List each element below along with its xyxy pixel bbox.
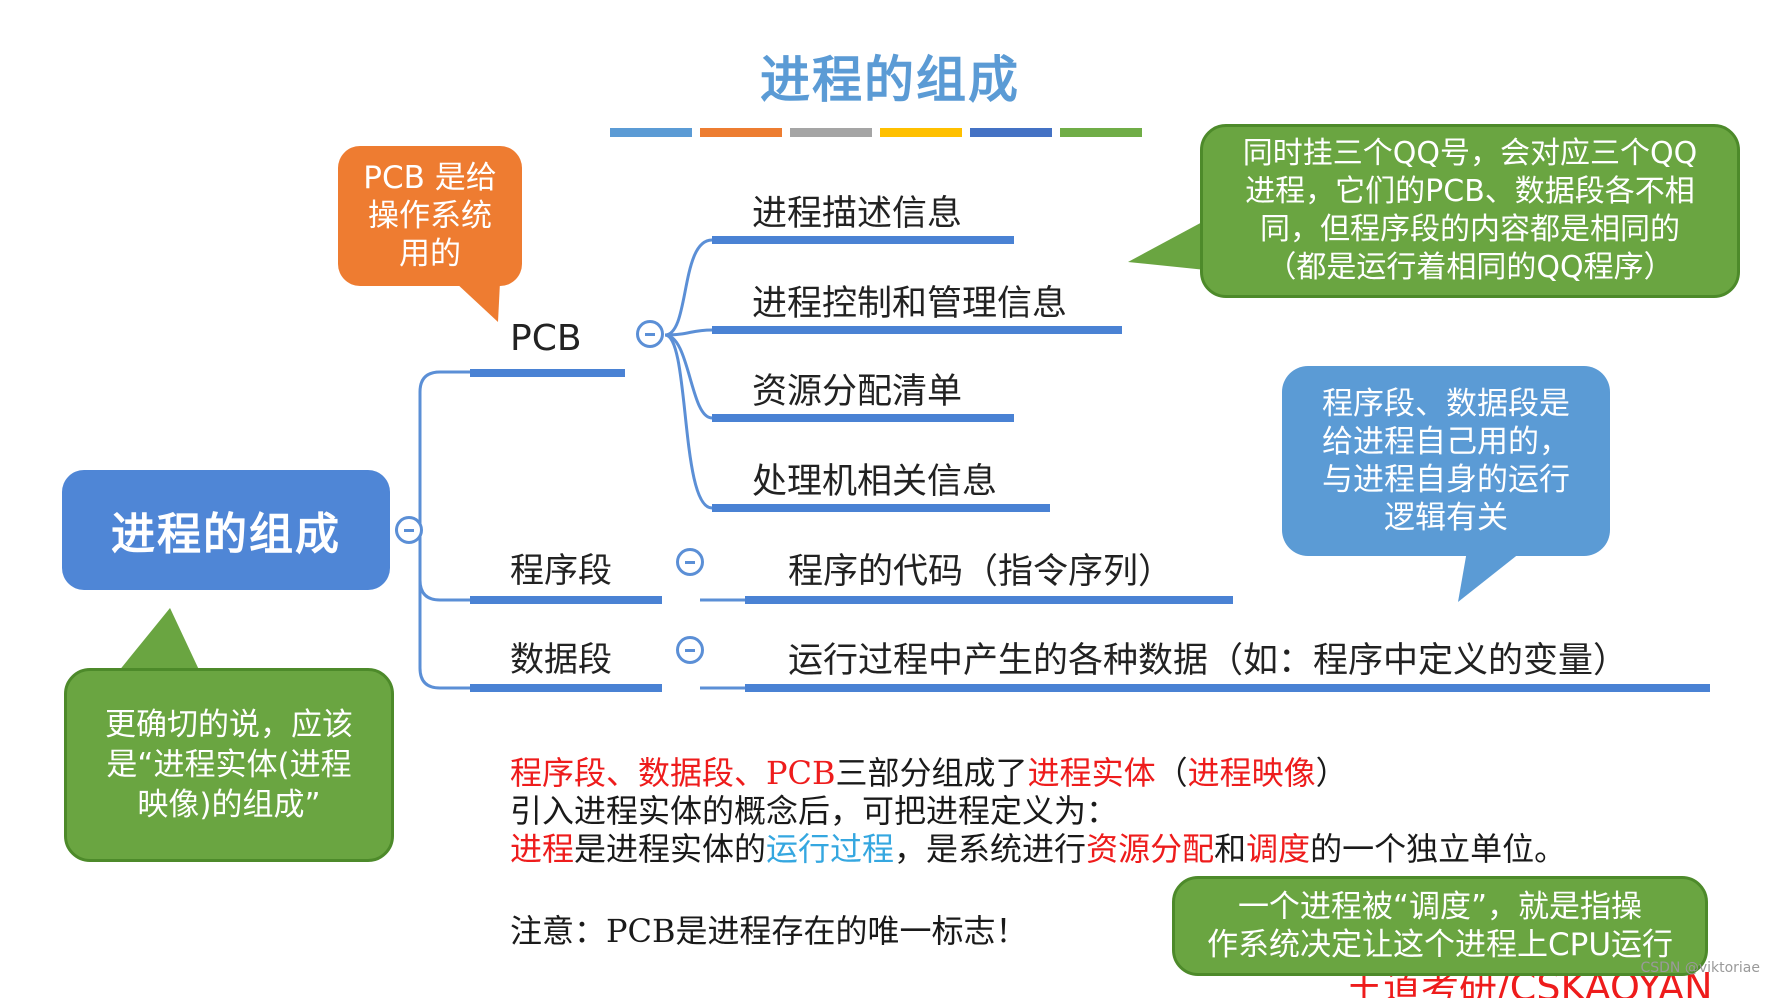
- body-line-1-entity: 进程实体: [1027, 754, 1156, 792]
- root-collapse-button[interactable]: [395, 516, 423, 544]
- title-stripe: [970, 128, 1052, 137]
- qq-callout-line-3: 同，但程序段的内容都是相同的: [1259, 212, 1680, 247]
- slide-title: 进程的组成: [760, 51, 1020, 109]
- segment-note-tail: [1458, 545, 1530, 602]
- body-line-3-and: 和: [1214, 830, 1247, 868]
- qq-callout-line-1: 同时挂三个QQ号，会对应三个QQ: [1242, 136, 1698, 171]
- program-child-underline: [745, 596, 1233, 604]
- connector-to-data: [418, 580, 470, 690]
- entity-callout: 更确切的说，应该 是“进程实体(进程 映像)的组成”: [64, 668, 394, 862]
- body-line-2: 引入进程实体的概念后，可把进程定义为：: [510, 792, 1119, 830]
- pcb-collapse-button[interactable]: [636, 320, 664, 348]
- qq-callout: 同时挂三个QQ号，会对应三个QQ 进程，它们的PCB、数据段各不相 同，但程序段…: [1200, 124, 1740, 298]
- pcb-child-4-underline: [712, 504, 1050, 512]
- data-collapse-button[interactable]: [676, 636, 704, 664]
- body-line-3-text-1: 是进程实体的: [574, 830, 767, 868]
- pcb-child-3-label[interactable]: 资源分配清单: [752, 372, 963, 412]
- body-line-1-connector: 三部分组成了: [835, 754, 1028, 792]
- root-node[interactable]: 进程的组成: [62, 470, 390, 590]
- body-line-1-image: 进程映像: [1187, 754, 1316, 792]
- pcb-callout-line-2: 操作系统: [368, 198, 492, 234]
- program-segment-underline: [470, 596, 662, 604]
- pcb-node-underline: [470, 369, 625, 377]
- body-line-3: 进程是进程实体的运行过程，是系统进行资源分配和调度的一个独立单位。: [510, 824, 1566, 870]
- body-line-3-text-3: 的一个独立单位。: [1310, 830, 1567, 868]
- program-child-label[interactable]: 程序的代码（指令序列）: [788, 552, 1174, 592]
- segment-callout-line-3: 与进程自身的运行: [1322, 462, 1570, 498]
- entity-callout-line-2: 是“进程实体(进程: [106, 747, 352, 783]
- pcb-node-label[interactable]: PCB: [510, 318, 582, 359]
- body-line-3-process: 进程: [510, 830, 575, 868]
- pcb-child-3-underline: [712, 414, 1014, 422]
- body-line-3-resource: 资源分配: [1086, 830, 1215, 868]
- schedule-callout: 一个进程被“调度”，就是指操 作系统决定让这个进程上CPU运行: [1172, 876, 1708, 976]
- qq-callout-line-4: （都是运行着相同的QQ程序）: [1266, 250, 1674, 285]
- data-segment-underline: [470, 684, 662, 692]
- pcb-callout-line-1: PCB 是给: [363, 160, 497, 196]
- watermark: CSDN @viktoriae: [1640, 960, 1760, 976]
- body-line-3-schedule: 调度: [1246, 830, 1311, 868]
- body-line-3-running: 运行过程: [766, 830, 895, 868]
- pcb-child-4-label[interactable]: 处理机相关信息: [752, 462, 998, 502]
- segment-callout-line-2: 给进程自己用的，: [1322, 424, 1570, 460]
- body-line-1-segments: 程序段、数据段、PCB: [510, 754, 836, 792]
- pcb-note-tail: [455, 282, 500, 322]
- root-node-label: 进程的组成: [111, 509, 341, 560]
- program-collapse-button[interactable]: [676, 548, 704, 576]
- body-line-1-paren-close: ）: [1315, 754, 1348, 792]
- program-segment-label[interactable]: 程序段: [510, 551, 612, 591]
- pcb-callout-line-3: 用的: [399, 236, 461, 272]
- title-stripe: [610, 128, 692, 137]
- connector-to-pcb: [418, 370, 470, 530]
- schedule-callout-line-2: 作系统决定让这个进程上CPU运行: [1206, 927, 1674, 963]
- data-segment-label[interactable]: 数据段: [510, 640, 612, 680]
- pcb-child-1-label[interactable]: 进程描述信息: [752, 194, 963, 234]
- entity-note-tail: [118, 608, 200, 672]
- connector-pcb-child-1: [664, 238, 713, 337]
- pcb-callout: PCB 是给 操作系统 用的: [338, 146, 522, 286]
- title-stripe: [790, 128, 872, 137]
- title-stripe: [880, 128, 962, 137]
- qq-note-tail: [1128, 220, 1206, 270]
- pcb-child-1-underline: [712, 236, 1014, 244]
- data-child-underline: [745, 684, 1710, 692]
- entity-callout-line-1: 更确切的说，应该: [105, 707, 353, 743]
- connector-pcb-child-4: [664, 333, 713, 510]
- qq-callout-line-2: 进程，它们的PCB、数据段各不相: [1245, 174, 1695, 209]
- title-stripe: [1060, 128, 1142, 137]
- pcb-child-2-label[interactable]: 进程控制和管理信息: [752, 284, 1068, 324]
- schedule-callout-line-1: 一个进程被“调度”，就是指操: [1237, 889, 1643, 925]
- body-line-1-paren-open: （: [1155, 754, 1188, 792]
- connector-pcb-child-3: [664, 333, 713, 420]
- title-stripe: [700, 128, 782, 137]
- segment-callout-line-4: 逻辑有关: [1384, 500, 1508, 536]
- segment-callout: 程序段、数据段是 给进程自己用的， 与进程自身的运行 逻辑有关: [1282, 366, 1610, 556]
- pcb-child-2-underline: [712, 326, 1122, 334]
- body-line-4: 注意：PCB是进程存在的唯一标志！: [510, 912, 1028, 950]
- data-child-label[interactable]: 运行过程中产生的各种数据（如：程序中定义的变量）: [788, 641, 1629, 681]
- segment-callout-line-1: 程序段、数据段是: [1322, 386, 1570, 422]
- body-line-1: 程序段、数据段、PCB三部分组成了进程实体（进程映像）: [510, 748, 1348, 794]
- entity-callout-line-3: 映像)的组成”: [137, 787, 321, 823]
- body-line-3-text-2: ，是系统进行: [894, 830, 1087, 868]
